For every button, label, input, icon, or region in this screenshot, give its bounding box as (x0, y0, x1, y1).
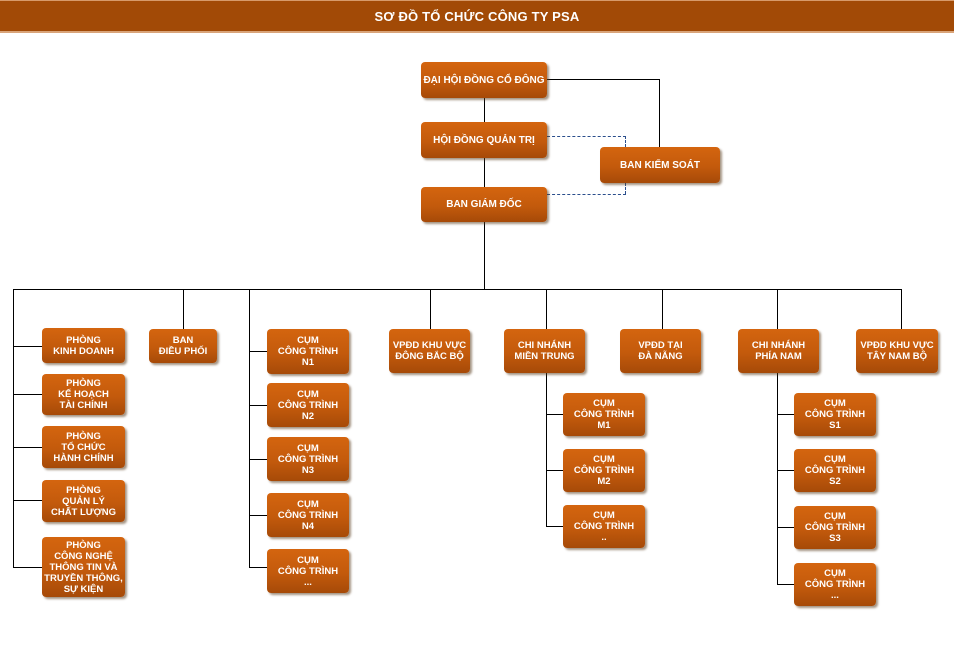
node-dept-admin: PHÒNG TỔ CHỨC HÀNH CHÍNH (42, 426, 125, 468)
node-executive-board: BAN GIÁM ĐỐC (421, 187, 547, 222)
connector-tick (13, 500, 42, 501)
node-dept-it-communications: PHÒNG CÔNG NGHỆ THÔNG TIN VÀ TRUYỀN THÔN… (42, 537, 125, 597)
node-branch-central: CHI NHÁNH MIỀN TRUNG (504, 329, 585, 373)
connector-tick (777, 527, 794, 528)
node-branch-south: CHI NHÁNH PHÍA NAM (738, 329, 819, 373)
node-cluster-m-more: CỤM CÔNG TRÌNH .. (563, 505, 645, 548)
connector-tick (13, 394, 42, 395)
connector-tick (13, 567, 42, 568)
node-dept-planning-finance: PHÒNG KẾ HOẠCH TÀI CHÍNH (42, 374, 125, 415)
connector-shareholders-board (484, 98, 485, 122)
connector-tick (13, 447, 42, 448)
connector-drop-rep-danang (662, 289, 663, 329)
chart-title: SƠ ĐỒ TỔ CHỨC CÔNG TY PSA (374, 8, 580, 24)
node-cluster-n2: CỤM CÔNG TRÌNH N2 (267, 383, 349, 427)
node-cluster-s2: CỤM CÔNG TRÌNH S2 (794, 449, 876, 492)
node-shareholders-meeting: ĐẠI HỘI ĐỒNG CỔ ĐÔNG (421, 62, 547, 98)
dashed-link-board-supervisory-h (547, 136, 626, 137)
node-cluster-m1: CỤM CÔNG TRÌNH M1 (563, 393, 645, 436)
connector-tick (249, 351, 267, 352)
connector-shareholders-supervisory-v (659, 79, 660, 147)
node-cluster-s-more: CỤM CÔNG TRÌNH ... (794, 563, 876, 606)
connector-tick (249, 459, 267, 460)
connector-directors-bus (484, 222, 485, 289)
connector-shareholders-supervisory-h (547, 79, 659, 80)
connector-board-directors (484, 158, 485, 187)
connector-drop-departments (13, 289, 14, 568)
node-cluster-n4: CỤM CÔNG TRÌNH N4 (267, 493, 349, 537)
node-dept-quality: PHÒNG QUẢN LÝ CHẤT LƯỢNG (42, 480, 125, 522)
node-rep-office-northeast: VPĐD KHU VỰC ĐÔNG BẮC BỘ (389, 329, 470, 373)
connector-south-trunk (777, 373, 778, 584)
node-board-of-directors: HỘI ĐỒNG QUẢN TRỊ (421, 122, 547, 158)
connector-tick (546, 414, 563, 415)
node-rep-office-danang: VPĐD TẠI ĐÀ NẴNG (620, 329, 701, 373)
connector-tick (777, 584, 794, 585)
connector-drop-rep-northeast (430, 289, 431, 329)
node-cluster-s3: CỤM CÔNG TRÌNH S3 (794, 506, 876, 549)
connector-tick (249, 515, 267, 516)
connector-tick (546, 470, 563, 471)
node-cluster-n-more: CỤM CÔNG TRÌNH ... (267, 549, 349, 593)
node-supervisory-board: BAN KIỂM SOÁT (600, 147, 720, 183)
connector-tick (249, 567, 267, 568)
node-cluster-n1: CỤM CÔNG TRÌNH N1 (267, 329, 349, 374)
dashed-link-directors-supervisory-h (547, 194, 626, 195)
connector-drop-rep-southwest (901, 289, 902, 329)
connector-tick (13, 346, 42, 347)
node-cluster-m2: CỤM CÔNG TRÌNH M2 (563, 449, 645, 492)
node-rep-office-southwest: VPĐD KHU VỰC TÂY NAM BỘ (856, 329, 938, 373)
connector-drop-south-branch (777, 289, 778, 329)
connector-main-bus (13, 289, 902, 290)
connector-central-trunk (546, 373, 547, 526)
connector-drop-central-branch (546, 289, 547, 329)
connector-tick (777, 414, 794, 415)
connector-tick (546, 526, 563, 527)
dashed-link-board-supervisory-v (625, 136, 626, 147)
node-cluster-n3: CỤM CÔNG TRÌNH N3 (267, 437, 349, 481)
connector-tick (249, 405, 267, 406)
connector-tick (777, 470, 794, 471)
dashed-link-directors-supervisory-v (625, 183, 626, 194)
connector-drop-coordination (183, 289, 184, 329)
node-dept-sales: PHÒNG KINH DOANH (42, 328, 125, 363)
chart-title-bar: SƠ ĐỒ TỔ CHỨC CÔNG TY PSA (0, 0, 954, 33)
node-coordination-board: BAN ĐIỀU PHỐI (149, 329, 217, 363)
connector-drop-north-clusters (249, 289, 250, 568)
node-cluster-s1: CỤM CÔNG TRÌNH S1 (794, 393, 876, 436)
